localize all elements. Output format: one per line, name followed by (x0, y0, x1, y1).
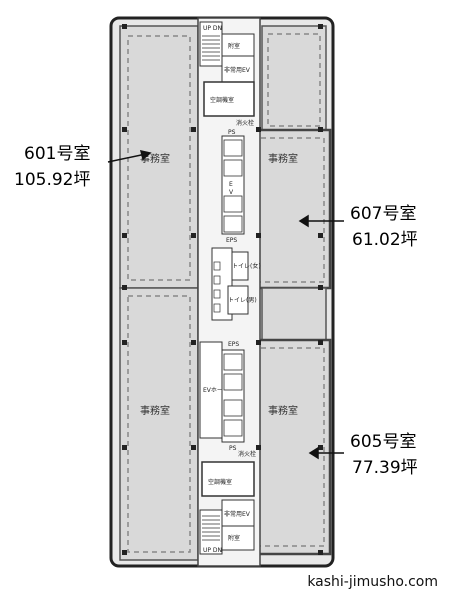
elevator-bank-upper (221, 135, 245, 235)
unit-arrows (107, 150, 344, 460)
office-601-lower-label: 事務室 (140, 404, 170, 417)
office-601-lower (119, 287, 199, 561)
unit-607-name: 607号室 (350, 204, 417, 224)
restroom-female (231, 251, 249, 281)
up-dn-top-label: UP DN (203, 25, 222, 32)
elevator-car-8 (223, 419, 243, 437)
freight-ev-upper-label: E (229, 181, 233, 188)
unit-601-name: 601号室 (24, 144, 91, 164)
unit-601-area: 105.92坪 (14, 170, 91, 190)
elevator-car-3 (223, 195, 243, 213)
elevator-bank-lower (221, 349, 245, 443)
fire-hydrant-top-label: 消火栓 (236, 119, 254, 127)
emergency-ev-top (221, 55, 255, 83)
eps-upper-label: EPS (226, 237, 237, 244)
ps-lower-label: PS (229, 445, 237, 452)
restroom-fixtures (213, 261, 221, 313)
ps-top-label: PS (228, 129, 236, 136)
structural-columns (122, 24, 323, 555)
elevator-car-2 (223, 159, 243, 177)
site-watermark: kashi-jimusho.com (307, 574, 438, 590)
refuge-top-label: 附室 (228, 42, 240, 50)
unit-607-area: 61.02坪 (352, 230, 418, 250)
office-601-lower-boundary (127, 295, 191, 553)
elevator-car-1 (223, 139, 243, 157)
freight-ev-upper-label-2: V (229, 189, 234, 196)
office-upper-right-top (261, 25, 327, 131)
arrow-607-head (298, 214, 309, 228)
restroom-area-left (211, 247, 233, 321)
arrow-601 (107, 153, 147, 163)
ac-room-bottom-label: 空調機室 (208, 478, 232, 486)
up-dn-bottom-label: UP DN (203, 547, 222, 554)
eps-lower-label: EPS (228, 341, 239, 348)
restroom-female-label: トイレ(女) (232, 262, 261, 270)
elevator-car-5 (223, 353, 243, 371)
ev-hall-label: EVホール (203, 387, 229, 394)
elevator-car-4 (223, 215, 243, 233)
unit-605-name: 605号室 (350, 432, 417, 452)
elevator-car-7 (223, 399, 243, 417)
arrow-605-head (308, 446, 319, 460)
office-607-label: 事務室 (268, 152, 298, 165)
refuge-bottom-label: 附室 (228, 534, 240, 542)
fire-hydrant-lower-label: 消火栓 (238, 450, 256, 458)
office-605-label: 事務室 (268, 404, 298, 417)
restroom-male-label: トイレ(男) (228, 297, 257, 304)
stair-bottom-treads (202, 515, 220, 541)
stair-top-treads (202, 35, 220, 61)
refuge-bottom (221, 525, 255, 551)
emergency-ev-bottom-label: 非常用EV (224, 510, 251, 518)
emergency-ev-bottom (221, 499, 255, 527)
office-right-middle (261, 287, 327, 341)
ac-room-top (203, 81, 255, 117)
emergency-ev-top-label: 非常用EV (224, 66, 251, 74)
restroom-male (227, 285, 249, 315)
elevator-car-6 (223, 373, 243, 391)
unit-605-area: 77.39坪 (352, 458, 418, 478)
arrow-601-head (139, 150, 152, 161)
ac-room-bottom (201, 461, 255, 497)
ac-room-top-label: 空調機室 (210, 96, 234, 104)
